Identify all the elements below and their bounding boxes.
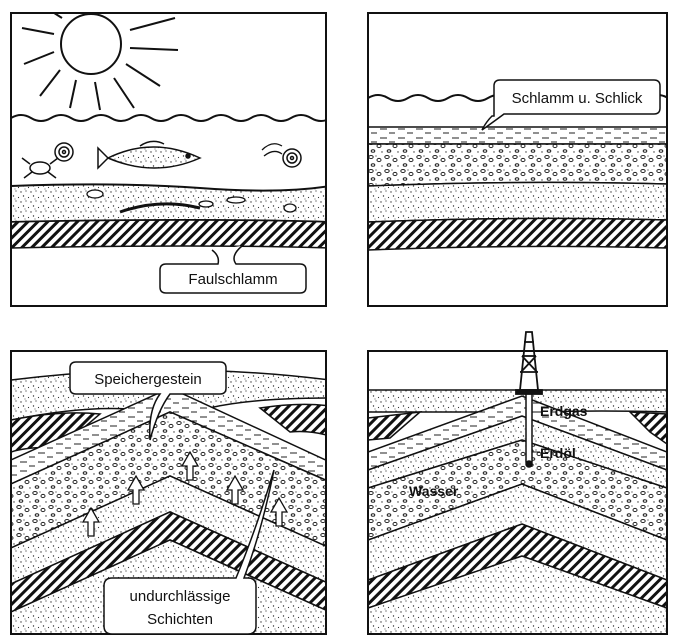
panel-2-sedimentation	[368, 95, 676, 250]
label-schichten: Schichten	[147, 611, 213, 628]
sediment-layer	[368, 182, 667, 222]
mud-layer	[368, 127, 667, 144]
schlamm-callout: Schlamm u. Schlick	[482, 80, 660, 130]
label-erdoel: Erdöl	[540, 445, 576, 461]
sun-icon	[22, 0, 178, 110]
label-wasser: Wasser	[409, 483, 459, 499]
panel-1-decomposition	[11, 0, 331, 248]
fish-icon	[98, 141, 200, 168]
ammonite-icon	[283, 149, 301, 167]
label-speichergestein: Speichergestein	[94, 371, 202, 388]
faulschlamm-callout: Faulschlamm	[160, 246, 306, 293]
gravel-layer	[368, 144, 667, 186]
hatched-layer	[368, 218, 667, 250]
crab-icon	[22, 158, 58, 178]
hatched-layer	[11, 220, 330, 248]
label-schlamm-schlick: Schlamm u. Schlick	[512, 90, 643, 107]
label-faulschlamm: Faulschlamm	[188, 271, 277, 288]
well-pipe	[526, 388, 532, 467]
label-undurchlaessige: undurchlässige	[130, 588, 231, 605]
shrimp-icon	[262, 144, 282, 156]
label-erdgas-group: Erdgas	[532, 403, 588, 419]
label-erdgas: Erdgas	[540, 403, 588, 419]
water-surface	[11, 115, 331, 121]
